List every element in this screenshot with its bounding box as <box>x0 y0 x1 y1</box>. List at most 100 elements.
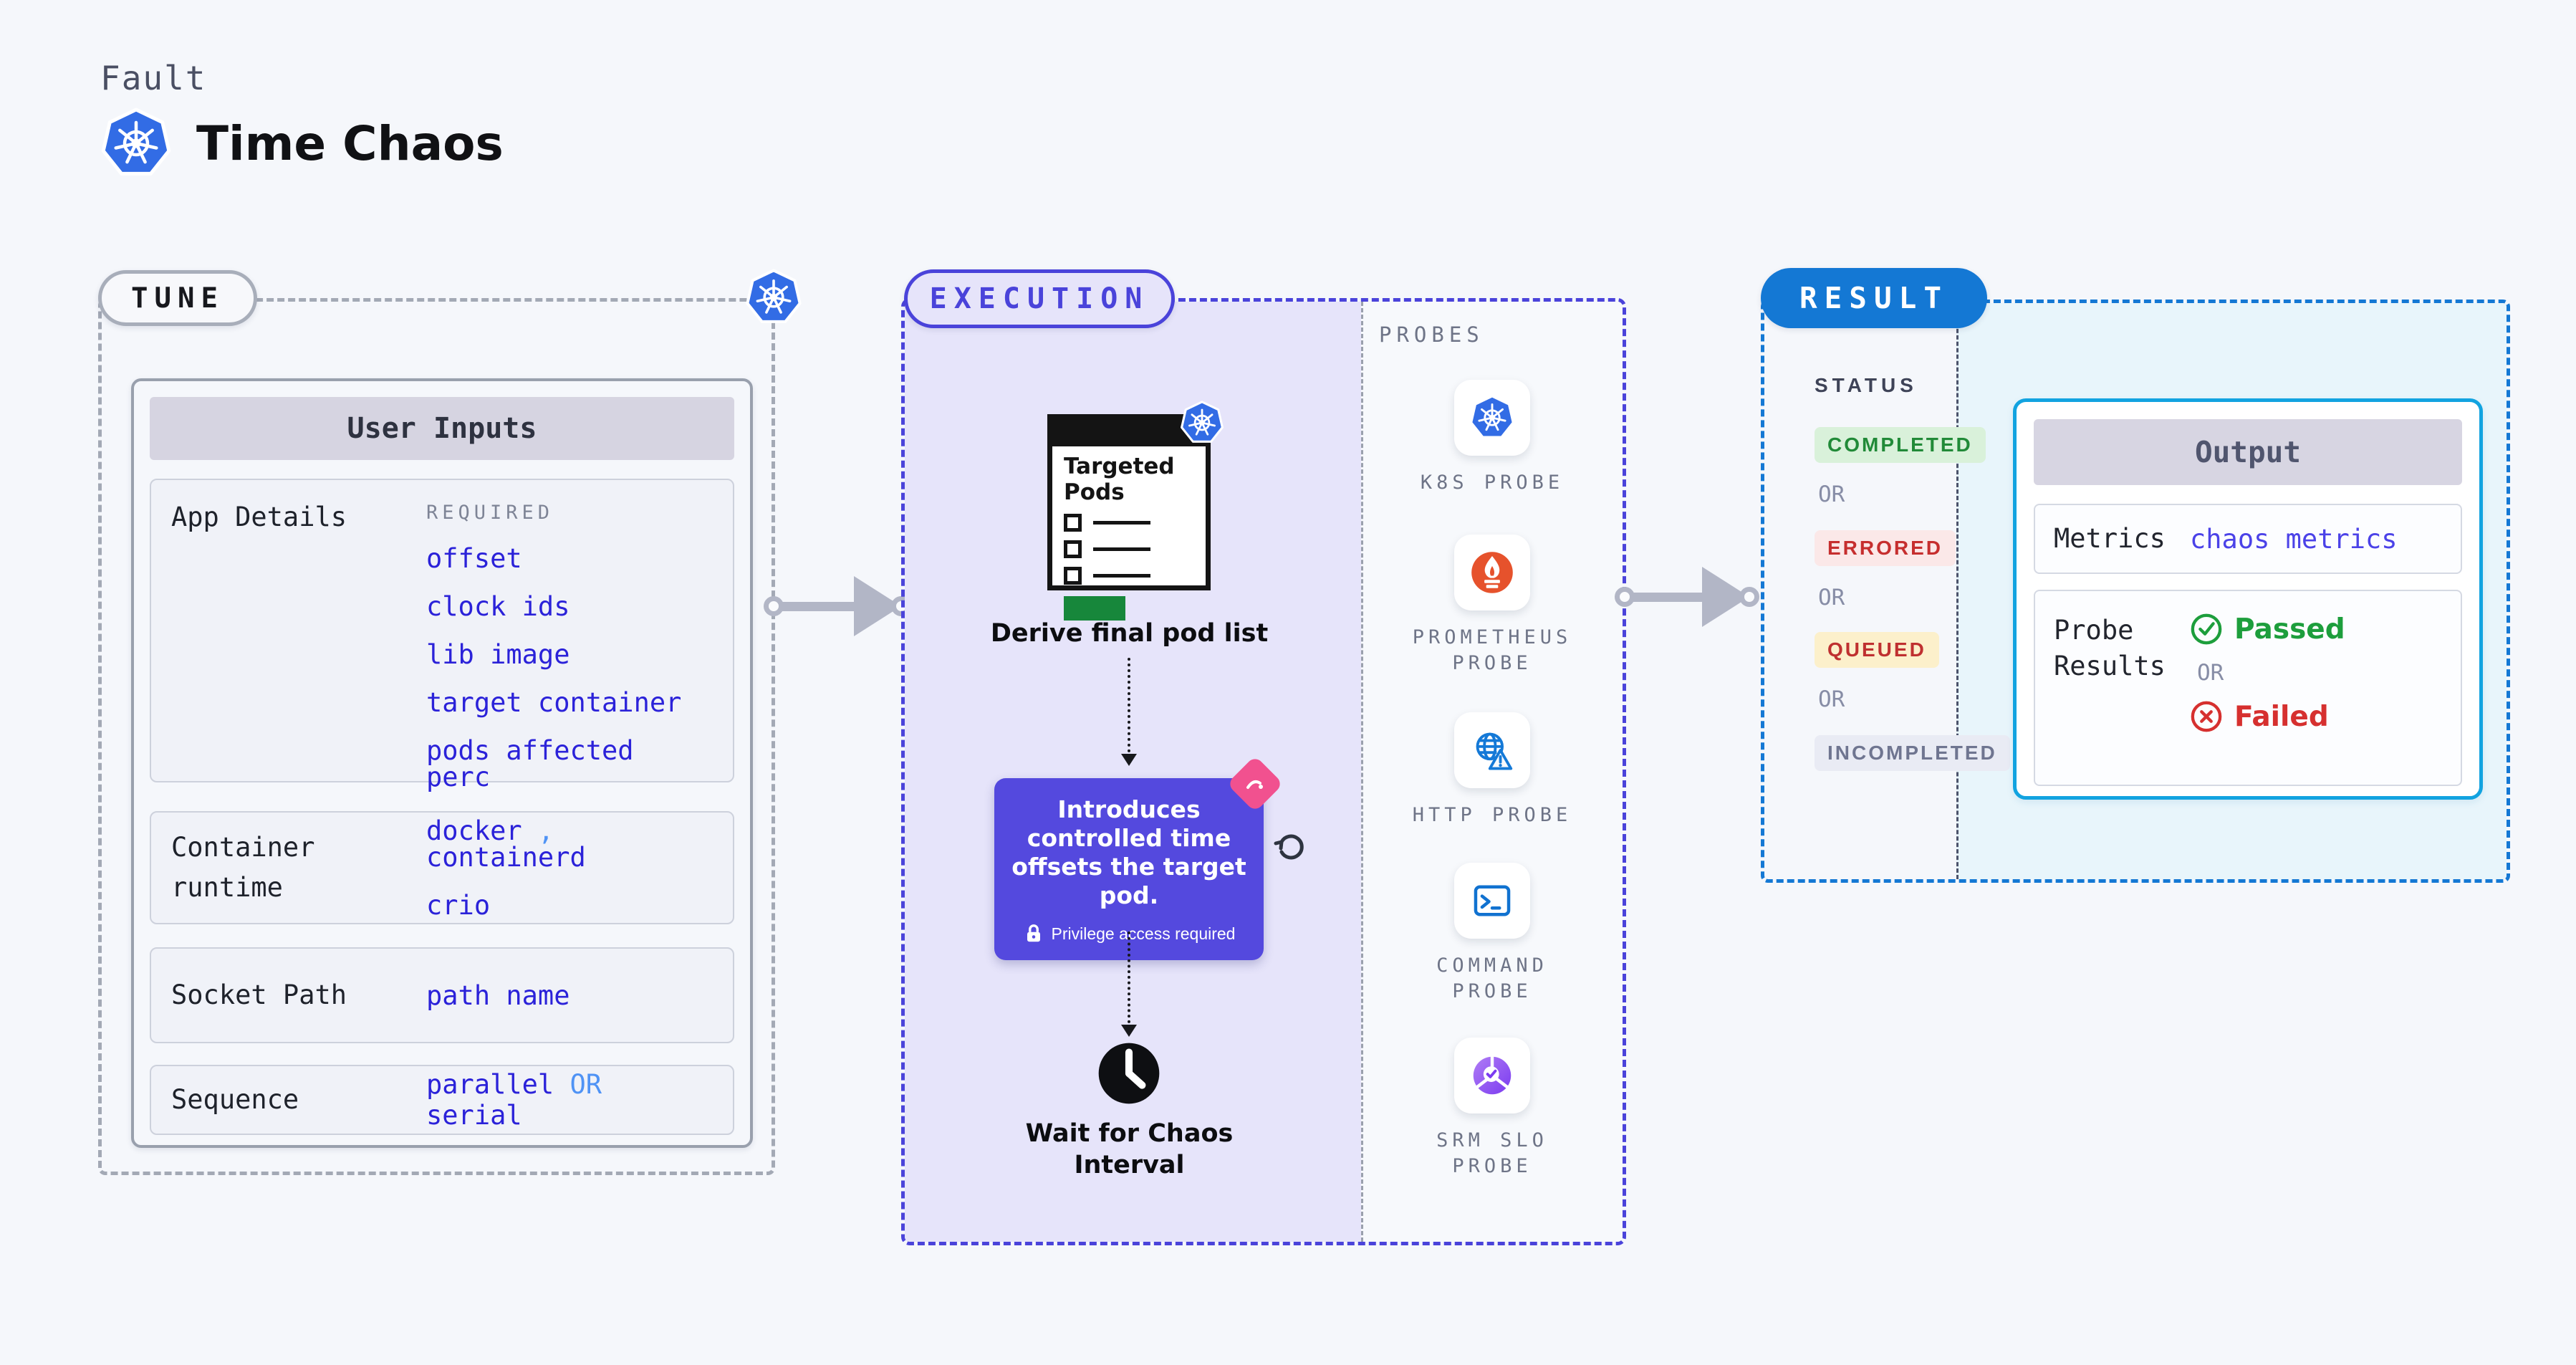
metrics-value: chaos metrics <box>2190 523 2398 555</box>
failed-label: Failed <box>2234 700 2329 733</box>
status-badge-incompleted: INCOMPLETED <box>1815 735 2010 771</box>
execution-badge: EXECUTION <box>904 269 1175 328</box>
app-details-values: REQUIRED offset clock ids lib image targ… <box>408 497 713 790</box>
input-value: clock ids <box>426 591 570 622</box>
kubernetes-badge-icon <box>1180 401 1224 445</box>
or-label: OR <box>2197 660 2224 686</box>
chaos-module-icon <box>1226 755 1284 813</box>
checkbox-icon <box>1064 567 1082 585</box>
probe-label: PROMETHEUS PROBE <box>1412 626 1572 674</box>
probe-item: SRM SLO PROBE <box>1403 1038 1582 1179</box>
probe-item: HTTP PROBE <box>1403 712 1582 828</box>
container-runtime-label: Container runtime <box>171 832 315 903</box>
output-title: Output <box>2034 419 2462 485</box>
input-value: lib image <box>426 639 570 670</box>
progress-bar <box>1064 596 1125 621</box>
command-probe-icon <box>1454 863 1530 939</box>
fault-effect-tooltip: Introduces controlled time offsets the t… <box>994 755 1284 960</box>
or-label: OR <box>1818 482 1845 507</box>
sequence-value: parallel OR serial <box>408 1069 713 1131</box>
checkbox-icon <box>1064 540 1082 558</box>
probe-results-row: Probe Results Passed OR Faile <box>2034 590 2462 786</box>
prometheus-probe-icon <box>1454 535 1530 610</box>
result-badge: RESULT <box>1761 268 1987 328</box>
wait-for-chaos-caption: Wait for Chaos Interval <box>901 1118 1357 1181</box>
status-badge-completed: COMPLETED <box>1815 427 1986 463</box>
probe-item: K8S PROBE <box>1403 380 1582 496</box>
kubernetes-logo-icon <box>100 107 172 179</box>
status-badge-errored: ERRORED <box>1815 530 1956 566</box>
status-badge-queued: QUEUED <box>1815 632 1939 668</box>
socket-path-value: path name <box>426 980 570 1011</box>
metrics-label: Metrics <box>2054 523 2166 554</box>
privilege-note: Privilege access required <box>1006 923 1252 944</box>
probes-list: K8S PROBE PROMETHEUS PROBE <box>1360 380 1625 1179</box>
or-text: OR <box>569 1069 602 1100</box>
socket-path-card: Socket Path path name <box>150 947 734 1043</box>
list-line <box>1093 574 1150 578</box>
input-value: pods affected perc <box>426 735 634 792</box>
tune-panel <box>98 298 775 1175</box>
user-inputs-title: User Inputs <box>150 397 734 460</box>
tune-badge: TUNE <box>98 270 257 326</box>
lock-icon <box>1027 924 1040 942</box>
sequence-card: Sequence parallel OR serial <box>150 1065 734 1135</box>
srm-slo-probe-icon <box>1454 1038 1530 1113</box>
input-value: containerd <box>426 841 586 873</box>
probe-label: K8S PROBE <box>1420 471 1565 494</box>
kubernetes-icon <box>745 269 802 326</box>
document-title-bar <box>1052 419 1206 446</box>
input-value: docker <box>426 815 522 846</box>
input-value: target container <box>426 687 682 718</box>
input-value: crio <box>426 889 491 921</box>
container-runtime-values: docker , containerd crio <box>408 818 713 919</box>
list-line <box>1093 547 1150 551</box>
clock-icon <box>1098 1043 1160 1104</box>
checkbox-icon <box>1064 514 1082 532</box>
input-value: parallel <box>426 1069 554 1100</box>
probe-item: COMMAND PROBE <box>1403 863 1582 1005</box>
tooltip-text: Introduces controlled time offsets the t… <box>1011 795 1246 909</box>
or-label: OR <box>1818 686 1845 712</box>
caption-line: Wait for Chaos <box>1025 1119 1234 1148</box>
socket-path-label: Socket Path <box>171 980 347 1010</box>
input-value: serial <box>426 1100 522 1131</box>
fault-eyebrow: Fault <box>100 59 207 97</box>
page-header: Time Chaos <box>100 107 504 179</box>
caption-line: Interval <box>1074 1151 1185 1179</box>
status-title: STATUS <box>1815 374 1918 396</box>
probe-results-label: Probe Results <box>2054 615 2166 681</box>
or-label: OR <box>1818 585 1845 610</box>
required-tag: REQUIRED <box>426 502 554 524</box>
arrow-down-icon <box>1121 1025 1137 1037</box>
input-value: offset <box>426 543 522 574</box>
passed-label: Passed <box>2234 613 2345 646</box>
privilege-note-text: Privilege access required <box>1051 924 1236 943</box>
targeted-pods-document: Targeted Pods <box>1047 414 1211 621</box>
output-card: Output Metrics chaos metrics Probe Resul… <box>2013 398 2483 800</box>
app-details-card: App Details REQUIRED offset clock ids li… <box>150 479 734 790</box>
user-inputs-card: User Inputs App Details REQUIRED offset … <box>131 378 753 1148</box>
metrics-row: Metrics chaos metrics <box>2034 504 2462 574</box>
probe-label: COMMAND PROBE <box>1436 954 1548 1002</box>
page-title: Time Chaos <box>196 115 504 171</box>
probe-label: HTTP PROBE <box>1412 804 1572 826</box>
probes-title: PROBES <box>1379 322 1484 347</box>
list-line <box>1093 521 1150 525</box>
flow-connector <box>1128 931 1130 1023</box>
arrow-down-icon <box>1121 754 1137 766</box>
sequence-label: Sequence <box>171 1084 299 1115</box>
derive-pod-list-caption: Derive final pod list <box>990 619 1269 648</box>
app-details-label: App Details <box>171 502 347 532</box>
container-runtime-card: Container runtime docker , containerd cr… <box>150 811 734 924</box>
targeted-pods-title: Targeted Pods <box>1064 454 1175 505</box>
flow-connector <box>1128 658 1130 752</box>
refresh-icon <box>1274 834 1304 860</box>
check-circle-icon <box>2191 613 2222 645</box>
probe-label: SRM SLO PROBE <box>1436 1129 1548 1177</box>
http-probe-icon <box>1454 712 1530 788</box>
probe-item: PROMETHEUS PROBE <box>1403 535 1582 676</box>
separator: , <box>537 815 554 846</box>
x-circle-icon <box>2191 701 2222 732</box>
